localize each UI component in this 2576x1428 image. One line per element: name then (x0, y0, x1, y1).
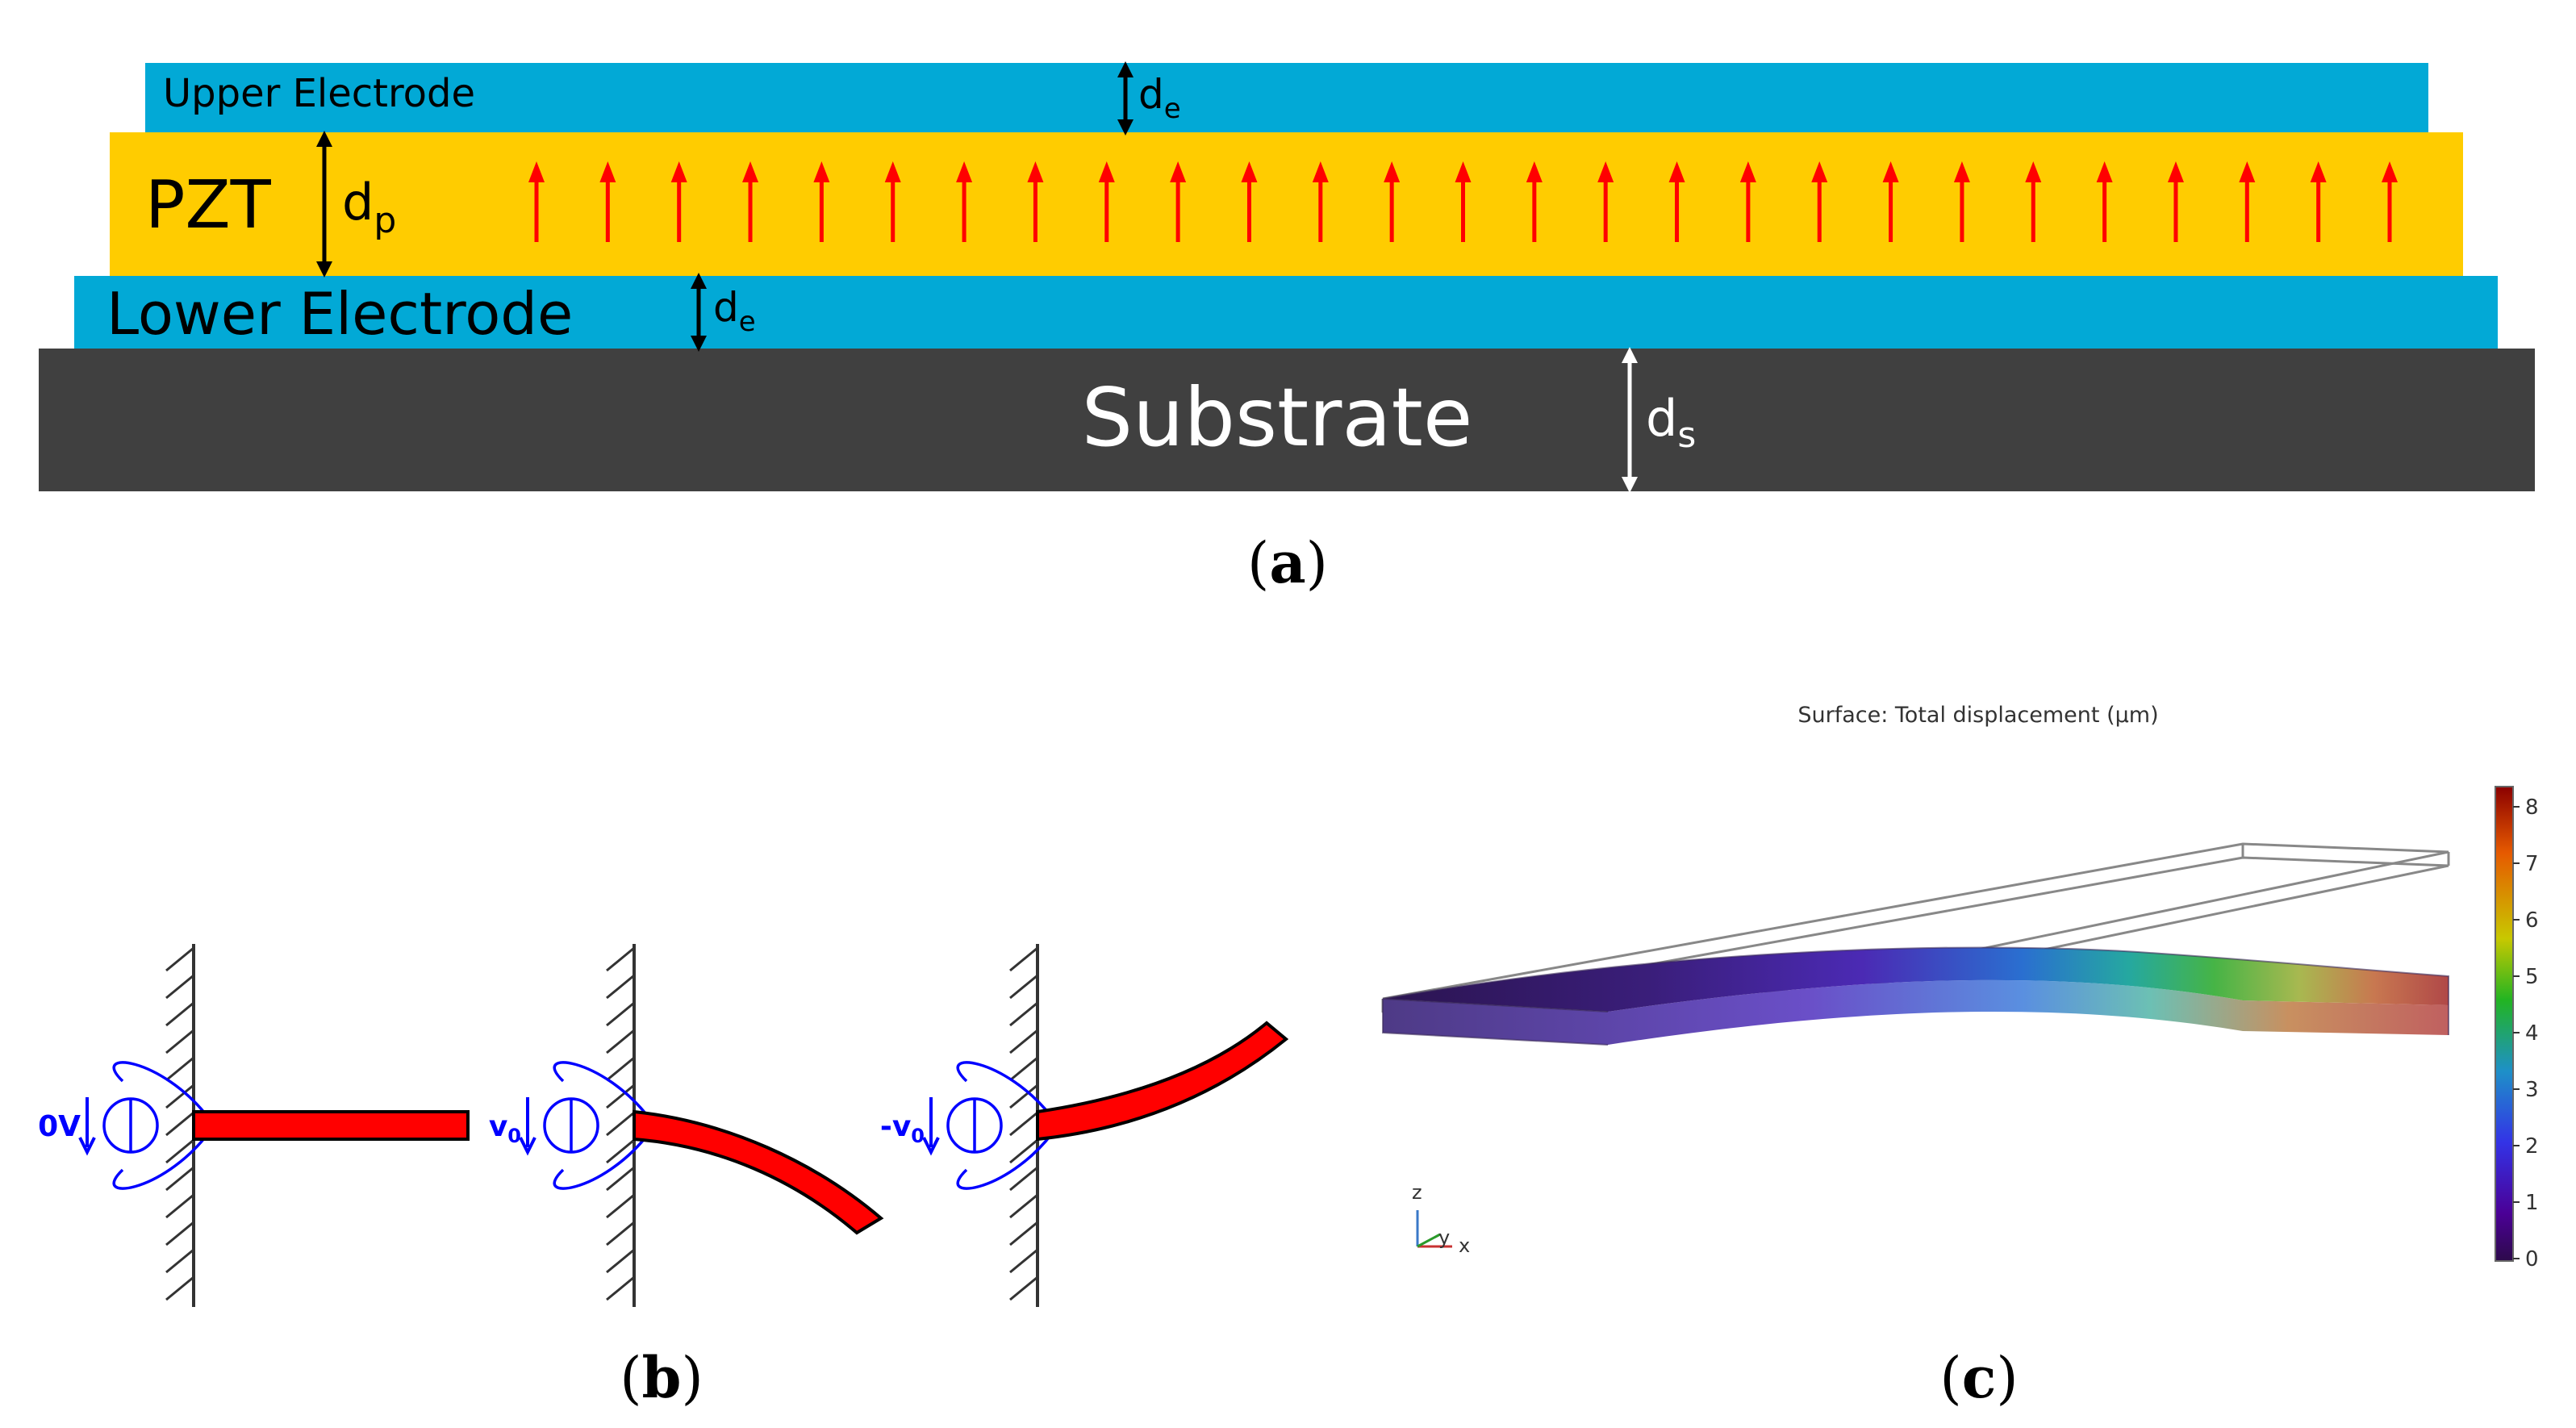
cantilever-beam (192, 1110, 470, 1141)
upper-electrode-thickness-label: de (1138, 71, 1181, 125)
polarization-arrow (599, 161, 616, 242)
voltage-source-circuit (78, 1061, 210, 1190)
clamped-wall (165, 944, 195, 1307)
substrate-label: Substrate (1082, 370, 1473, 465)
z-axis-label: z (1412, 1181, 1422, 1204)
caption-b: (b) (620, 1344, 703, 1411)
colorbar-tick-label: 5 (2525, 965, 2539, 989)
colorbar: 8 7 6 5 4 3 2 1 0 (2495, 786, 2539, 1271)
polarization-arrow (2239, 161, 2256, 242)
polarization-arrow (2025, 161, 2042, 242)
polarization-arrow (1597, 161, 1614, 242)
voltage-label: v0 (489, 1110, 521, 1147)
lower-electrode-label: Lower Electrode (106, 280, 573, 348)
panel-c: Surface: Total displacement (µm) z y x (1381, 703, 2539, 1411)
polarization-arrow (813, 161, 830, 242)
substrate-layer (39, 349, 2535, 491)
voltage-label: 0V (38, 1110, 81, 1143)
clamped-wall (606, 944, 636, 1307)
deformed-beam-top (1383, 947, 2449, 1012)
polarization-arrow (1312, 161, 1329, 242)
polarization-arrow (2167, 161, 2184, 242)
upper-electrode-layer (145, 63, 2428, 132)
polarization-arrow (1882, 161, 1899, 242)
pzt-layer (110, 132, 2463, 276)
voltage-label: -v0 (880, 1110, 925, 1147)
pzt-label: PZT (145, 167, 272, 244)
cantilever-diagram: v0 (489, 944, 884, 1307)
y-axis-label: y (1438, 1226, 1450, 1249)
panel-a: Upper Electrode PZT Lower Electrode Subs… (39, 61, 2535, 596)
colorbar-tick-label: 1 (2525, 1191, 2539, 1215)
caption-a: (a) (1247, 529, 1328, 596)
voltage-source-circuit (519, 1061, 650, 1190)
polarization-arrow (1739, 161, 1756, 242)
deformed-beam-side (1383, 979, 2449, 1045)
cantilever-diagram: -v0 (880, 944, 1289, 1307)
deformed-beam-outline (1382, 946, 2449, 1046)
polarization-arrow (2096, 161, 2113, 242)
lower-electrode-thickness-label: de (713, 284, 756, 338)
polarization-arrow (1953, 161, 1970, 242)
y-axis (1417, 1233, 1441, 1248)
pzt-thickness-label: dp (342, 173, 396, 241)
polarization-arrow (1526, 161, 1543, 242)
polarization-arrow (1811, 161, 1828, 242)
colorbar-tick-label: 2 (2525, 1134, 2539, 1159)
colorbar-tick-label: 3 (2525, 1078, 2539, 1102)
voltage-source-circuit (922, 1061, 1054, 1190)
plot-title: Surface: Total displacement (µm) (1797, 703, 2158, 728)
colorbar-tick-label: 0 (2525, 1247, 2539, 1271)
cantilever-beam (633, 1109, 884, 1235)
colorbar-tick-label: 7 (2525, 852, 2539, 876)
polarization-arrow (884, 161, 901, 242)
polarization-arrows (528, 161, 2398, 242)
axes-triad: z y x (1412, 1181, 1470, 1257)
colorbar-tick-label: 4 (2525, 1021, 2539, 1046)
panel-b: 0V v0 -v0 (38, 944, 1289, 1307)
polarization-arrow (528, 161, 545, 242)
colorbar-tick-label: 6 (2525, 908, 2539, 933)
clamped-wall (1009, 944, 1039, 1307)
cantilever-diagram: 0V (38, 944, 470, 1307)
colorbar-ticks: 8 7 6 5 4 3 2 1 0 (2513, 795, 2539, 1271)
colorbar-gradient (2495, 786, 2514, 1262)
polarization-arrow (1027, 161, 1044, 242)
polarization-arrow (1384, 161, 1401, 242)
substrate-thickness-label: ds (1646, 389, 1696, 456)
upper-electrode-label: Upper Electrode (163, 71, 475, 116)
x-axis-label: x (1459, 1234, 1470, 1257)
polarization-arrow (1241, 161, 1258, 242)
polarization-arrow (2310, 161, 2327, 242)
cantilever-beam (1036, 1021, 1289, 1142)
polarization-arrow (1170, 161, 1187, 242)
polarization-arrow (670, 161, 687, 242)
polarization-arrow (2382, 161, 2398, 242)
colorbar-tick-label: 8 (2525, 795, 2539, 820)
polarization-arrow (742, 161, 759, 242)
polarization-arrow (1668, 161, 1685, 242)
caption-c: (c) (1939, 1344, 2018, 1411)
polarization-arrow (1098, 161, 1115, 242)
lower-electrode-layer (74, 276, 2498, 349)
polarization-arrow (1455, 161, 1472, 242)
polarization-arrow (956, 161, 973, 242)
deformed-beam (1382, 946, 2449, 1046)
